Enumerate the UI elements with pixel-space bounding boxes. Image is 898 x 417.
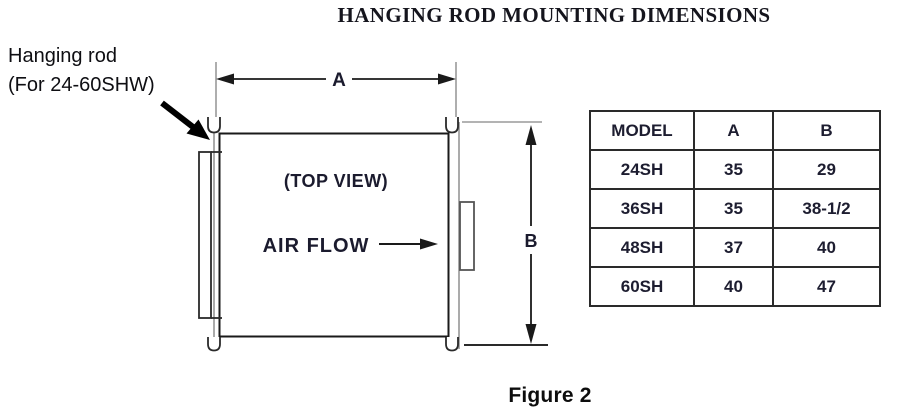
top-view-label: (TOP VIEW) [284, 171, 388, 191]
air-flow-arrowhead [420, 238, 438, 250]
table-cell-a: 37 [693, 227, 774, 268]
hook-bottom-right-icon [445, 337, 459, 352]
table-cell-a: 35 [693, 149, 774, 190]
air-flow-label: AIR FLOW [263, 235, 370, 257]
page-title: HANGING ROD MOUNTING DIMENSIONS [337, 3, 771, 27]
table-cell-b: 47 [772, 266, 881, 307]
table-cell-model: 36SH [589, 188, 695, 229]
table-header-a: A [693, 110, 774, 151]
dimensions-table: MODEL A B 24SH 35 29 36SH 35 38-1/2 48SH… [589, 110, 881, 307]
table-cell-a: 35 [693, 188, 774, 229]
table-row: 36SH 35 38-1/2 [589, 188, 881, 229]
hook-top-left-icon [207, 117, 221, 134]
air-flow-arrow [379, 238, 438, 250]
hanging-rod-callout-line1: Hanging rod [8, 45, 117, 67]
hanging-rod-pointer-arrow [160, 100, 210, 140]
dim-b-arrowhead-up [525, 125, 537, 145]
table-cell-model: 24SH [589, 149, 695, 190]
dim-a-arrowhead-left [216, 73, 234, 85]
hanging-rod-callout-line2: (For 24-60SHW) [8, 74, 155, 96]
table-cell-model: 48SH [589, 227, 695, 268]
figure-caption: Figure 2 [508, 384, 592, 407]
table-header-model: MODEL [589, 110, 695, 151]
table-header-b: B [772, 110, 881, 151]
table-cell-a: 40 [693, 266, 774, 307]
hook-top-right-icon [445, 117, 459, 134]
hanging-rod-callout: Hanging rod (For 24-60SHW) [8, 42, 198, 100]
dim-a-label: A [332, 70, 346, 91]
unit-outline [198, 117, 475, 352]
right-duct-protrusion [459, 201, 475, 271]
unit-body-rect [218, 132, 450, 338]
dimension-b: B [462, 121, 548, 346]
dim-b-label: B [525, 231, 538, 251]
left-bracket [198, 151, 212, 319]
table-row: 24SH 35 29 [589, 149, 881, 190]
hook-bottom-left-icon [207, 337, 221, 352]
table-cell-model: 60SH [589, 266, 695, 307]
dimension-a: A [215, 62, 457, 118]
dim-a-arrowhead-right [438, 73, 456, 85]
table-row: 60SH 40 47 [589, 266, 881, 307]
table-cell-b: 29 [772, 149, 881, 190]
table-cell-b: 38-1/2 [772, 188, 881, 229]
table-header-row: MODEL A B [589, 110, 881, 151]
table-row: 48SH 37 40 [589, 227, 881, 268]
hanging-rod-pointer-arrowhead [186, 119, 210, 140]
dim-b-arrowhead-down [525, 324, 537, 344]
table-cell-b: 40 [772, 227, 881, 268]
